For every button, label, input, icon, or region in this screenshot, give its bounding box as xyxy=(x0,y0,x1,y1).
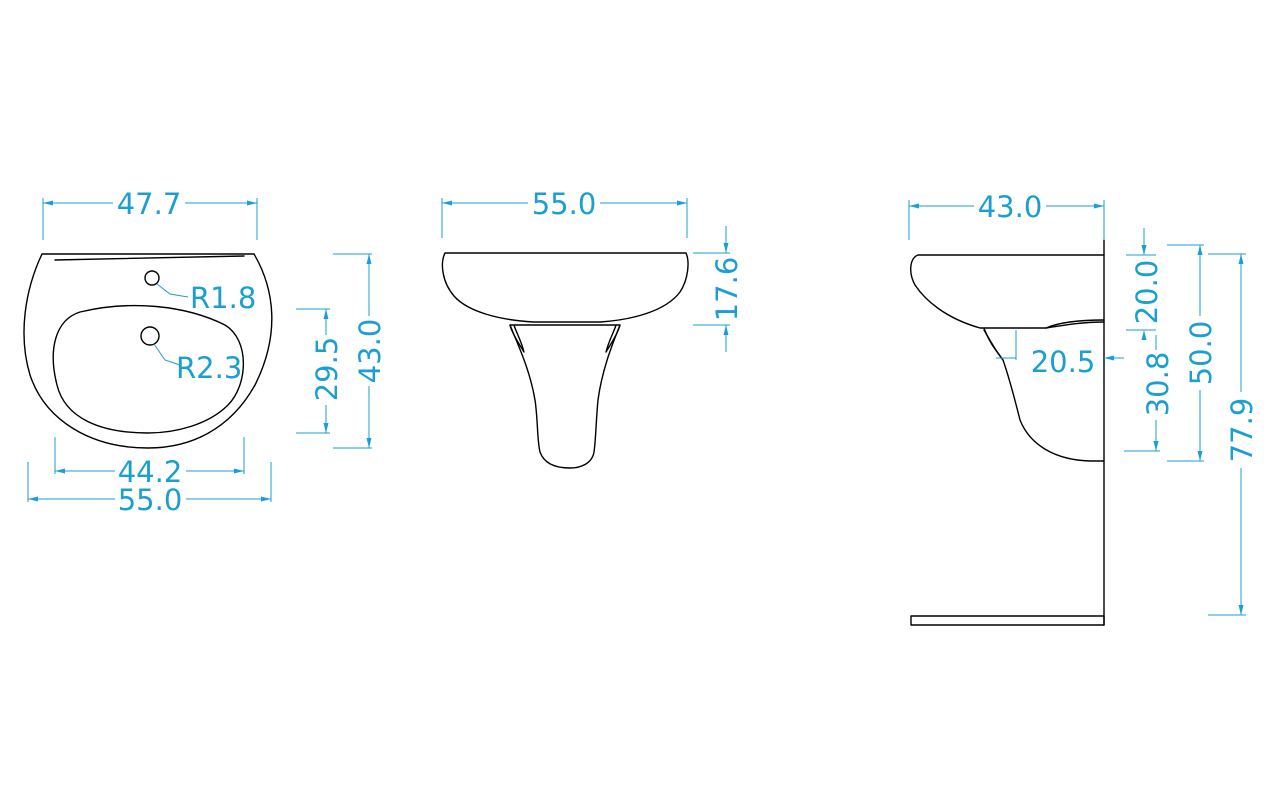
dim-drain-radius: R2.3 xyxy=(153,343,242,385)
dim-front-height-17-6: 17.6 xyxy=(693,226,744,352)
dim-height-50-0: 50.0 xyxy=(1167,244,1218,462)
dim-top-width-47-7: 47.7 xyxy=(42,187,258,240)
dim-rim-drop-20-0: 20.0 xyxy=(1126,228,1164,340)
dim-bowl-depth-29-5: 29.5 xyxy=(296,308,344,434)
dim-overall-height-77-9: 77.9 xyxy=(1208,253,1259,616)
dim-label-drain-height: 30.8 xyxy=(1141,352,1175,417)
pedestal-side-inner xyxy=(983,329,1004,361)
dim-label-pedestal-offset: 20.5 xyxy=(1031,345,1096,379)
basin-side-outline xyxy=(910,254,1105,329)
dim-label-drain-radius: R2.3 xyxy=(176,351,242,385)
dim-label-rim-drop: 20.0 xyxy=(1130,260,1164,325)
dim-label-side-depth: 43.0 xyxy=(978,190,1043,224)
top-view: 47.7 R1.8 R2.3 29.5 xyxy=(23,187,387,517)
tap-hole-circle xyxy=(144,270,160,286)
basin-rim-line xyxy=(54,255,245,261)
pedestal-left-fold xyxy=(509,324,525,353)
dim-bowl-width-44-2: 44.2 xyxy=(54,437,245,489)
dim-label-height-50: 50.0 xyxy=(1184,321,1218,386)
floor-plate xyxy=(910,615,1105,626)
dim-label-front-height: 17.6 xyxy=(710,257,744,322)
dim-label-overall-width: 55.0 xyxy=(118,483,183,517)
basin-bowl-outline xyxy=(52,304,244,434)
drain-circle xyxy=(140,326,160,346)
basin-front-outline xyxy=(441,252,689,323)
pedestal-top-edge xyxy=(1045,319,1105,329)
pedestal-front-outline xyxy=(509,324,621,469)
dim-label-overall-height: 77.9 xyxy=(1225,398,1259,463)
dim-overall-width-55-0: 55.0 xyxy=(27,462,272,517)
pedestal-right-fold xyxy=(605,324,621,353)
dim-label-tap-radius: R1.8 xyxy=(190,281,256,315)
dim-label-top-width: 47.7 xyxy=(117,187,182,221)
dim-front-width-55-0: 55.0 xyxy=(441,187,688,238)
basin-top-outline xyxy=(23,253,273,449)
dim-label-front-width: 55.0 xyxy=(532,187,597,221)
dim-drain-height-30-8: 30.8 xyxy=(1124,335,1175,452)
dim-side-depth-43-0: 43.0 xyxy=(908,190,1105,240)
dim-tap-hole-radius: R1.8 xyxy=(156,281,256,315)
dim-label-bowl-width: 44.2 xyxy=(118,455,183,489)
front-view: 55.0 17.6 xyxy=(441,187,744,469)
dim-label-bowl-depth: 29.5 xyxy=(310,337,344,402)
side-view: 43.0 20.0 20.5 30.8 xyxy=(908,190,1259,626)
dim-pedestal-offset-20-5: 20.5 xyxy=(996,330,1124,379)
dim-label-overall-depth: 43.0 xyxy=(353,319,387,384)
dim-overall-depth-43-0: 43.0 xyxy=(333,253,387,449)
